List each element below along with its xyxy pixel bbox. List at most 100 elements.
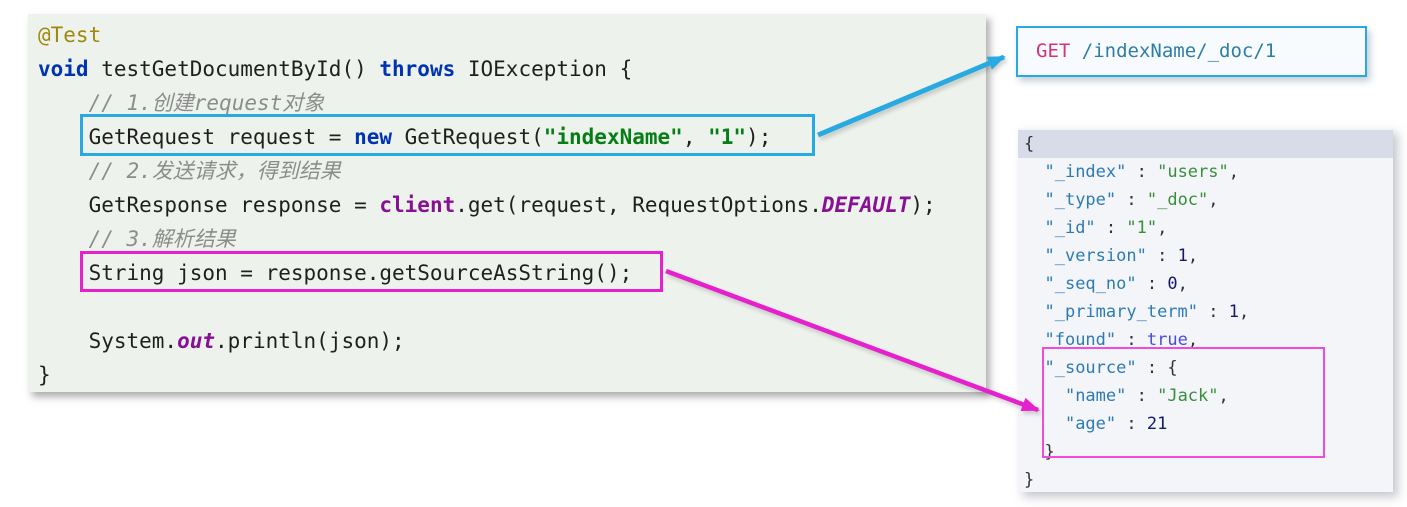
json-line: {	[1018, 130, 1393, 158]
token-comment: // 2.发送请求，得到结果	[88, 159, 341, 183]
token-num: 0	[1167, 274, 1178, 294]
token-key: "_source"	[1044, 358, 1137, 378]
json-line: "_version" : 1,	[1018, 242, 1393, 270]
token-key: "age"	[1064, 414, 1117, 434]
token-plain: ,	[682, 125, 709, 149]
token-punct	[1024, 274, 1044, 294]
getsourceasstring-highlight-box	[80, 251, 663, 292]
token-plain: GetResponse response =	[38, 193, 380, 217]
token-string: "1"	[708, 125, 747, 149]
http-method-label: GET	[1036, 40, 1071, 62]
token-punct: ,	[1218, 386, 1229, 406]
token-punct: ,	[1208, 190, 1219, 210]
token-comment: // 1.创建request对象	[88, 91, 325, 115]
token-str: "Jack"	[1157, 386, 1219, 406]
token-constant: out	[177, 329, 216, 353]
token-key: "_primary_term"	[1044, 302, 1199, 322]
code-line: String json = response.getSourceAsString…	[38, 256, 936, 290]
json-response-block: { "_index" : "users", "_type" : "_doc", …	[1018, 130, 1393, 494]
token-field: client	[379, 193, 456, 217]
json-line: "_source" : {	[1018, 354, 1393, 382]
code-line: GetResponse response = client.get(reques…	[38, 188, 936, 222]
token-plain: }	[38, 363, 51, 387]
token-punct: :	[1136, 274, 1168, 294]
token-num: 1	[1228, 302, 1239, 322]
token-punct	[1024, 302, 1044, 322]
token-punct: {	[1024, 134, 1035, 154]
token-plain: .println(json);	[215, 329, 405, 353]
code-line: System.out.println(json);	[38, 324, 936, 358]
code-line: // 3.解析结果	[38, 222, 936, 256]
code-line: // 2.发送请求，得到结果	[38, 154, 936, 188]
token-annotation: @Test	[38, 23, 102, 47]
token-punct: :	[1095, 218, 1127, 238]
token-punct: : {	[1136, 358, 1178, 378]
token-punct	[1024, 190, 1044, 210]
json-response-panel: { "_index" : "users", "_type" : "_doc", …	[1018, 128, 1393, 492]
token-punct: ,	[1238, 302, 1250, 322]
token-key: "found"	[1044, 330, 1117, 350]
token-keyword: new	[354, 125, 393, 149]
token-plain	[38, 227, 89, 251]
token-constant: DEFAULT	[821, 193, 911, 217]
code-line: // 1.创建request对象	[38, 86, 936, 120]
json-line: "_type" : "_doc",	[1018, 186, 1393, 214]
token-str: "_doc"	[1146, 190, 1209, 210]
token-key: "_seq_no"	[1044, 274, 1137, 294]
token-plain: );	[746, 125, 772, 149]
token-plain	[38, 91, 89, 115]
token-punct: :	[1198, 302, 1229, 322]
json-line: "name" : "Jack",	[1018, 382, 1393, 410]
token-string: "indexName"	[543, 125, 683, 149]
token-plain: String json = response.getSourceAsString…	[38, 261, 633, 285]
token-str: "users"	[1157, 162, 1229, 182]
token-punct: ,	[1228, 162, 1239, 182]
token-key: "name"	[1064, 386, 1127, 406]
token-punct: :	[1146, 246, 1178, 266]
token-punct: }	[1024, 470, 1035, 490]
token-key: "_id"	[1044, 218, 1096, 238]
token-bool: true	[1146, 330, 1188, 350]
token-str: "1"	[1126, 218, 1158, 238]
token-punct	[1024, 162, 1044, 182]
token-plain: GetRequest(	[392, 125, 544, 149]
source-highlight-box	[1042, 347, 1325, 458]
json-line: "age" : 21	[1018, 410, 1393, 438]
token-key: "_version"	[1044, 246, 1147, 266]
code-editor-panel: @Test void testGetDocumentById() throws I…	[28, 14, 986, 392]
token-keyword: throws	[379, 57, 456, 81]
token-plain: .get(request, RequestOptions.	[455, 193, 822, 217]
token-num: 21	[1146, 414, 1168, 434]
java-code-block: @Test void testGetDocumentById() throws I…	[38, 18, 936, 392]
token-punct: ,	[1177, 274, 1188, 294]
code-line	[38, 290, 936, 324]
token-comment: // 3.解析结果	[88, 227, 236, 251]
token-plain	[38, 159, 89, 183]
token-num: 1	[1177, 246, 1188, 266]
rest-request-box: GET /indexName/_doc/1	[1016, 26, 1367, 77]
token-key: "_type"	[1044, 190, 1117, 210]
code-line: void testGetDocumentById() throws IOExce…	[38, 52, 936, 86]
token-punct	[1024, 246, 1044, 266]
token-punct: :	[1126, 162, 1158, 182]
json-line: "found" : true,	[1018, 326, 1393, 354]
json-line: "_index" : "users",	[1018, 158, 1393, 186]
token-plain: );	[910, 193, 936, 217]
code-line: }	[38, 358, 936, 392]
code-line: @Test	[38, 18, 936, 52]
token-punct: ,	[1157, 218, 1168, 238]
token-keyword: void	[38, 57, 89, 81]
token-plain: IOException {	[455, 57, 633, 81]
json-line: }	[1018, 438, 1393, 466]
json-line: "_id" : "1",	[1018, 214, 1393, 242]
token-plain: GetRequest request =	[38, 125, 355, 149]
token-punct: ,	[1187, 246, 1199, 266]
json-line: "_primary_term" : 1,	[1018, 298, 1393, 326]
token-plain: testGetDocumentById()	[88, 57, 380, 81]
token-punct	[1024, 218, 1044, 238]
token-punct: }	[1024, 442, 1055, 462]
token-punct: :	[1126, 386, 1158, 406]
token-plain: System.	[38, 329, 178, 353]
request-path-label: /indexName/_doc/1	[1070, 40, 1277, 62]
